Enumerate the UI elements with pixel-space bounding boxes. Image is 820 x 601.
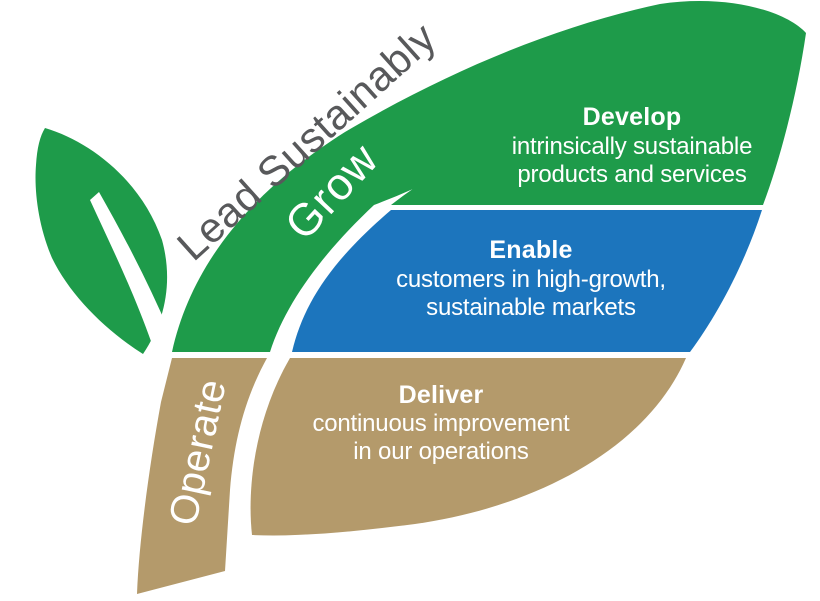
- operate-stem: [137, 358, 267, 594]
- develop-heading: Develop: [583, 103, 682, 131]
- deliver-line2: in our operations: [353, 438, 529, 465]
- deliver-line1: continuous improvement: [312, 410, 570, 437]
- deliver-text-block: Deliver continuous improvement in our op…: [312, 381, 570, 465]
- enable-text-block: Enable customers in high-growth, sustain…: [396, 236, 666, 321]
- develop-line1: intrinsically sustainable: [512, 133, 752, 160]
- main-leaf: [137, 0, 806, 594]
- enable-heading: Enable: [489, 236, 572, 264]
- decorative-leaf: [35, 128, 169, 354]
- develop-line2: products and services: [517, 161, 746, 188]
- grow-develop-region: [172, 0, 806, 352]
- enable-line2: sustainable markets: [426, 294, 636, 321]
- decorative-leaf-vein: [90, 192, 169, 344]
- deliver-heading: Deliver: [399, 381, 484, 409]
- deliver-region: [250, 358, 687, 536]
- enable-line1: customers in high-growth,: [396, 266, 666, 293]
- enable-region: [292, 210, 762, 352]
- develop-text-block: Develop intrinsically sustainable produc…: [512, 103, 753, 188]
